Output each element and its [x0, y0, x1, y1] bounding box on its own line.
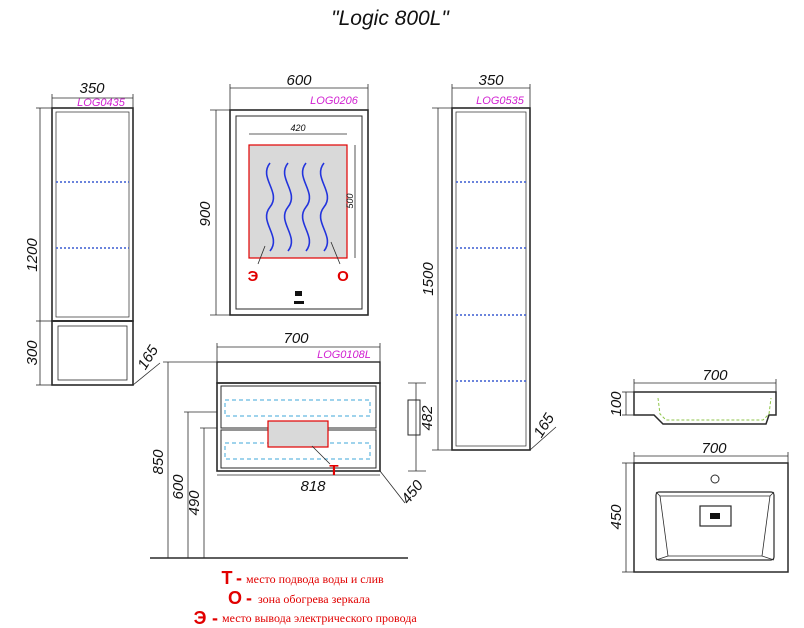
drawing-title: "Logic 800L": [331, 7, 450, 30]
vanity-plumbing-leader: [311, 445, 331, 465]
vanity-width-label: 700: [283, 330, 309, 347]
sink-top-view: [622, 452, 789, 573]
sink-side-width-label: 700: [702, 367, 728, 384]
legend: T - место подвода воды и слив O - зона о…: [194, 568, 418, 628]
right-cabinet-depth-label: 165: [530, 410, 558, 441]
vanity-inner-width-label: 818: [300, 478, 326, 495]
mirror-cable-leader: [257, 245, 266, 265]
sink-drain-icon: [710, 513, 720, 519]
legend-sep-heating: -: [246, 588, 252, 608]
vanity-850-label: 850: [150, 449, 167, 475]
mirror-width-label: 600: [286, 72, 312, 89]
vanity-600-label: 600: [170, 474, 187, 500]
cabinet-right: [432, 84, 557, 451]
right-cabinet-width-label: 350: [478, 72, 504, 89]
left-cabinet-lower-label: 300: [24, 340, 41, 366]
legend-text-plumbing: место подвода воды и слив: [246, 572, 384, 586]
heating-waves: [265, 162, 329, 252]
legend-sep-cable: -: [212, 608, 218, 628]
legend-mark-plumbing: T: [222, 568, 233, 588]
sink-top-depth-label: 450: [608, 504, 625, 530]
left-cabinet-depth-label: 165: [134, 342, 162, 373]
left-cabinet-height-label: 1200: [24, 238, 41, 272]
sink-side-height-label: 100: [608, 391, 625, 417]
vanity-plumbing-zone: [267, 420, 329, 448]
right-cabinet-height-label: 1500: [420, 262, 437, 296]
vanity-490-label: 490: [186, 490, 203, 516]
left-cabinet-code-label: LOG0435: [77, 97, 126, 109]
legend-sep-plumbing: -: [236, 568, 242, 588]
vanity-depth-label: 450: [398, 477, 427, 508]
mirror-cable-mark: Э: [248, 268, 259, 285]
vanity-unit: [150, 343, 426, 559]
mirror-heating-zone: [248, 144, 348, 259]
sink-top-width-label: 700: [701, 440, 727, 457]
mirror: [210, 84, 369, 316]
right-cabinet-code-label: LOG0535: [476, 95, 525, 107]
sink-side-view: [622, 379, 777, 425]
mirror-height-label: 900: [197, 201, 214, 227]
vanity-plumbing-mark: T: [329, 462, 338, 479]
legend-text-cable: место вывода электрического провода: [222, 611, 417, 625]
left-cabinet-width-label: 350: [79, 80, 105, 97]
mirror-code-label: LOG0206: [310, 95, 359, 107]
legend-text-heating: зона обогрева зеркала: [258, 592, 371, 606]
mirror-heat-leader: [330, 241, 341, 265]
legend-mark-heating: O: [228, 588, 242, 608]
cabinet-left: [36, 94, 161, 386]
mirror-heat-width-label: 420: [290, 123, 305, 133]
vanity-height-label: 482: [419, 405, 436, 431]
mirror-switch-icon: [295, 291, 302, 296]
vanity-code-label: LOG0108L: [317, 349, 371, 361]
legend-mark-cable: Э: [194, 608, 207, 628]
mirror-sensor-icon: [294, 301, 304, 304]
mirror-heat-mark: O: [337, 268, 349, 285]
mirror-heat-height-label: 500: [345, 193, 355, 208]
